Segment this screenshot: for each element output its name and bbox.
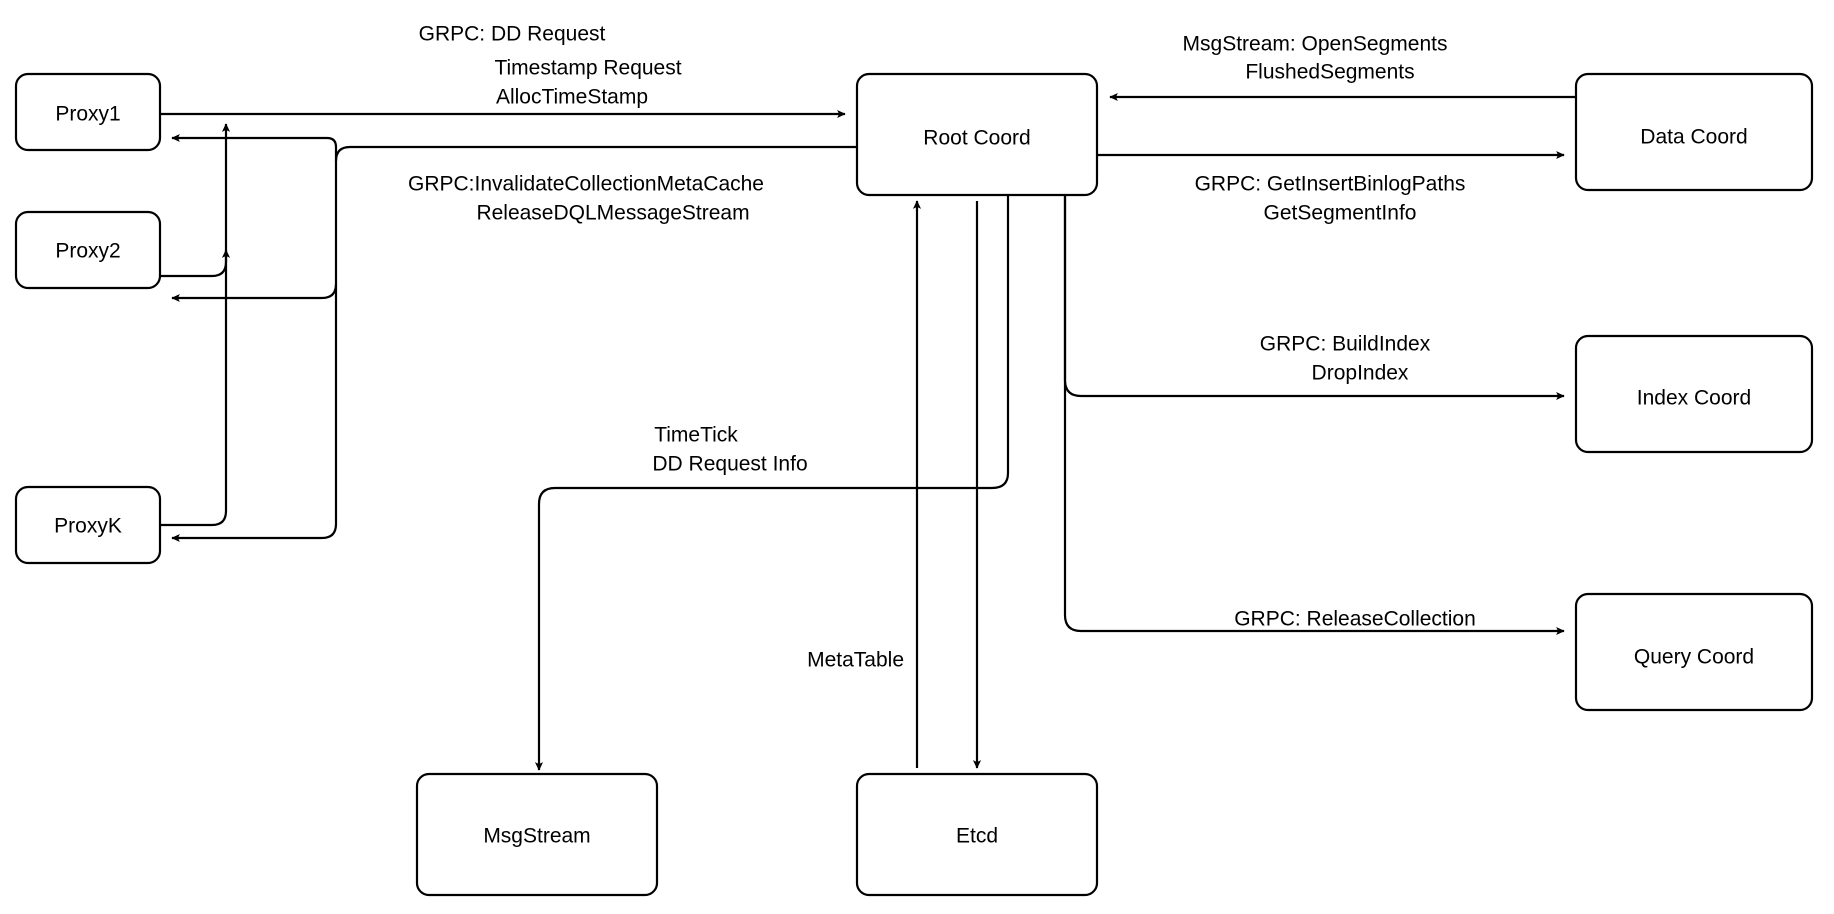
node-proxy1-box[interactable] bbox=[14, 72, 162, 152]
edge-label-root-to-proxy-line1: GRPC:InvalidateCollectionMetaCache bbox=[408, 173, 764, 196]
nodes-layer: Proxy1 Proxy2 ProxyK Root Coord Data Coo… bbox=[14, 72, 1814, 897]
edge-label-root-to-index-line1: GRPC: BuildIndex bbox=[1260, 333, 1431, 356]
node-indexcoord-label: Index Coord bbox=[1637, 387, 1751, 410]
edge-labels-layer: GRPC: DD Request Timestamp Request Alloc… bbox=[408, 23, 1476, 672]
edge-rootcoord-to-proxy2 bbox=[171, 283, 338, 303]
node-etcd-label: Etcd bbox=[956, 825, 998, 848]
node-datacoord-label: Data Coord bbox=[1640, 126, 1747, 149]
edge-rootcoord-to-querycoord bbox=[1063, 195, 1565, 636]
node-msgstream[interactable]: MsgStream bbox=[415, 772, 659, 897]
node-proxyk[interactable]: ProxyK bbox=[14, 485, 162, 565]
edge-label-root-to-data-line1: GRPC: GetInsertBinlogPaths bbox=[1195, 173, 1466, 196]
node-proxy1-label: Proxy1 bbox=[55, 103, 120, 126]
node-proxy2-box[interactable] bbox=[14, 210, 162, 290]
node-datacoord-box[interactable] bbox=[1574, 72, 1814, 192]
edges-layer bbox=[160, 92, 1576, 771]
edge-label-root-to-query-line1: GRPC: ReleaseCollection bbox=[1234, 608, 1476, 631]
edge-label-root-to-msgstream-line2: DD Request Info bbox=[652, 453, 807, 476]
edge-label-root-to-msgstream-line1: TimeTick bbox=[654, 424, 738, 447]
edge-proxy2-to-proxy1-branch bbox=[160, 249, 231, 278]
node-proxyk-label: ProxyK bbox=[54, 515, 122, 538]
node-querycoord-label: Query Coord bbox=[1634, 646, 1754, 669]
node-rootcoord-box[interactable] bbox=[855, 72, 1099, 197]
edge-label-root-to-index-line2: DropIndex bbox=[1312, 362, 1409, 385]
node-indexcoord-box[interactable] bbox=[1574, 334, 1814, 454]
node-msgstream-label: MsgStream bbox=[483, 825, 590, 848]
node-msgstream-box[interactable] bbox=[415, 772, 659, 897]
node-etcd[interactable]: Etcd bbox=[855, 772, 1099, 897]
node-rootcoord-label: Root Coord bbox=[923, 127, 1030, 150]
edge-rootcoord-to-msgstream bbox=[534, 195, 1010, 771]
edge-label-data-to-root-line2: FlushedSegments bbox=[1245, 61, 1414, 84]
edge-label-root-etcd-metatable: MetaTable bbox=[807, 649, 904, 672]
node-etcd-box[interactable] bbox=[855, 772, 1099, 897]
node-querycoord[interactable]: Query Coord bbox=[1574, 592, 1814, 712]
edge-label-proxy-to-root-line3: AllocTimeStamp bbox=[496, 86, 648, 109]
node-datacoord[interactable]: Data Coord bbox=[1574, 72, 1814, 192]
node-proxy2-label: Proxy2 bbox=[55, 240, 120, 263]
edge-label-proxy-to-root-line1: GRPC: DD Request bbox=[419, 23, 606, 46]
edge-label-data-to-root-line1: MsgStream: OpenSegments bbox=[1183, 33, 1448, 56]
edge-label-root-to-data-line2: GetSegmentInfo bbox=[1264, 202, 1417, 225]
node-proxy2[interactable]: Proxy2 bbox=[14, 210, 162, 290]
node-proxyk-box[interactable] bbox=[14, 485, 162, 565]
edge-rootcoord-to-proxy-trunk bbox=[171, 145, 857, 543]
node-rootcoord[interactable]: Root Coord bbox=[855, 72, 1099, 197]
node-querycoord-box[interactable] bbox=[1574, 592, 1814, 712]
node-proxy1[interactable]: Proxy1 bbox=[14, 72, 162, 152]
edge-proxyk-to-proxy1-trunk bbox=[160, 123, 231, 527]
edge-label-root-to-proxy-line2: ReleaseDQLMessageStream bbox=[476, 202, 749, 225]
node-indexcoord[interactable]: Index Coord bbox=[1574, 334, 1814, 454]
edge-rootcoord-to-proxy1 bbox=[171, 133, 338, 161]
edge-label-proxy-to-root-line2: Timestamp Request bbox=[494, 57, 681, 80]
